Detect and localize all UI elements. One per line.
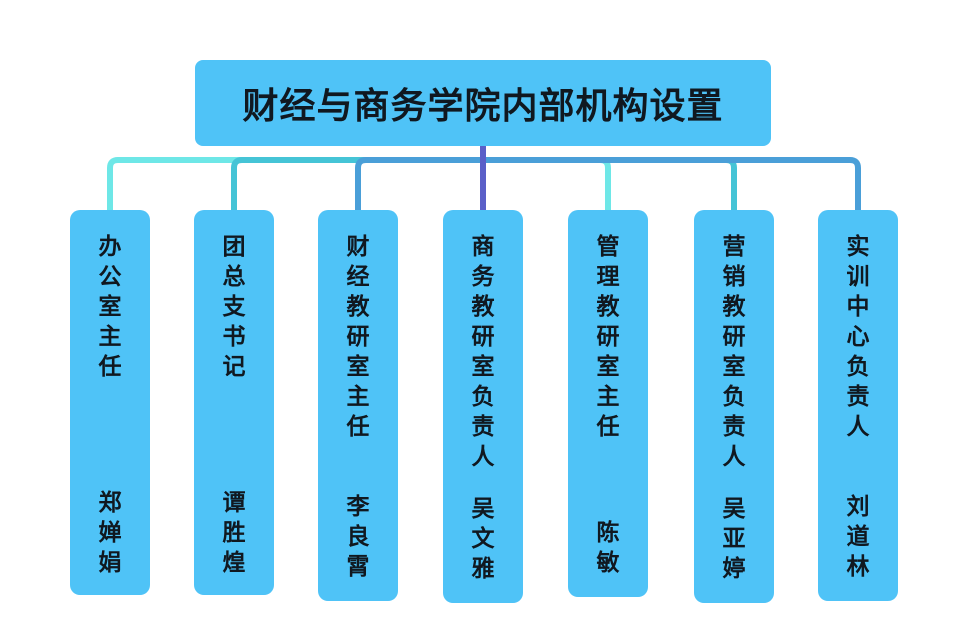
unit-role: 办公室主任	[98, 234, 122, 380]
connector-to-training	[483, 157, 861, 210]
unit-finance: 财经教研室主任 李良霄	[318, 210, 398, 601]
connector-to-management	[483, 157, 611, 210]
unit-role: 财经教研室主任	[346, 234, 370, 440]
unit-office: 办公室主任 郑婵娟	[70, 210, 150, 595]
unit-role: 营销教研室负责人	[722, 234, 746, 470]
unit-person: 郑婵娟	[98, 490, 122, 576]
unit-role: 商务教研室负责人	[471, 234, 495, 470]
unit-person: 谭胜煌	[222, 490, 246, 576]
unit-person: 吴亚婷	[722, 496, 746, 582]
unit-management: 管理教研室主任 陈敏	[568, 210, 648, 597]
unit-person: 吴文雅	[471, 496, 495, 582]
unit-person: 陈敏	[596, 520, 620, 576]
org-title-box: 财经与商务学院内部机构设置	[195, 60, 771, 146]
unit-person: 刘道林	[846, 494, 870, 580]
unit-commerce: 商务教研室负责人 吴文雅	[443, 210, 523, 603]
unit-role: 实训中心负责人	[846, 234, 870, 440]
connector-to-league	[231, 157, 483, 210]
unit-league: 团总支书记 谭胜煌	[194, 210, 274, 595]
org-title: 财经与商务学院内部机构设置	[242, 86, 724, 127]
unit-role: 管理教研室主任	[596, 234, 620, 440]
unit-person: 李良霄	[346, 494, 370, 580]
connector-to-office	[107, 157, 483, 210]
connector-to-finance	[355, 157, 483, 210]
unit-marketing: 营销教研室负责人 吴亚婷	[694, 210, 774, 603]
unit-role: 团总支书记	[222, 234, 246, 380]
unit-training: 实训中心负责人 刘道林	[818, 210, 898, 601]
